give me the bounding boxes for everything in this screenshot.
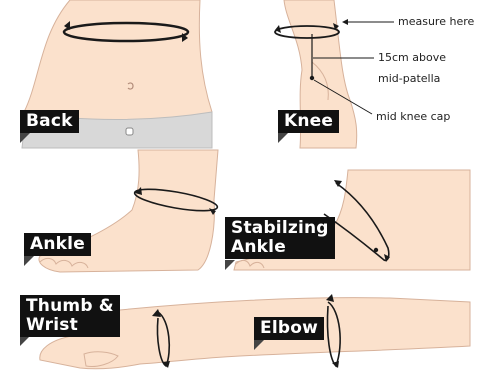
ankle-label-text: Ankle xyxy=(30,235,85,254)
above-patella-note-line1: 15cm above xyxy=(378,51,446,64)
stabilizing-ankle-label: Stabilzing Ankle xyxy=(225,217,335,259)
back-label-text: Back xyxy=(26,112,73,131)
thumb-wrist-label-line1: Thumb & xyxy=(26,297,114,316)
elbow-label-text: Elbow xyxy=(260,319,318,338)
stab-heel-dot xyxy=(374,248,378,252)
above-patella-note-line2: mid-patella xyxy=(378,72,440,85)
stabilizing-ankle-label-line2: Ankle xyxy=(231,238,329,257)
measure-here-arrowhead xyxy=(342,19,348,25)
knee-label-text: Knee xyxy=(284,112,333,131)
measure-here-note: measure here xyxy=(398,15,474,28)
pants-button xyxy=(126,128,133,135)
thumb-wrist-label-line2: Wrist xyxy=(26,316,114,335)
ankle-label: Ankle xyxy=(24,233,91,256)
ankle-label-tab xyxy=(24,256,34,266)
knee-label-tab xyxy=(278,133,288,143)
stabilizing-ankle-label-line1: Stabilzing xyxy=(231,219,329,238)
mid-patella-dot xyxy=(310,76,314,80)
knee-label: Knee xyxy=(278,110,339,133)
stab-label-tab xyxy=(225,260,235,270)
mid-knee-cap-note: mid knee cap xyxy=(376,110,450,123)
thumb-label-tab xyxy=(20,336,30,346)
back-label: Back xyxy=(20,110,79,133)
elbow-label: Elbow xyxy=(254,317,324,340)
thumb-wrist-label: Thumb & Wrist xyxy=(20,295,120,337)
